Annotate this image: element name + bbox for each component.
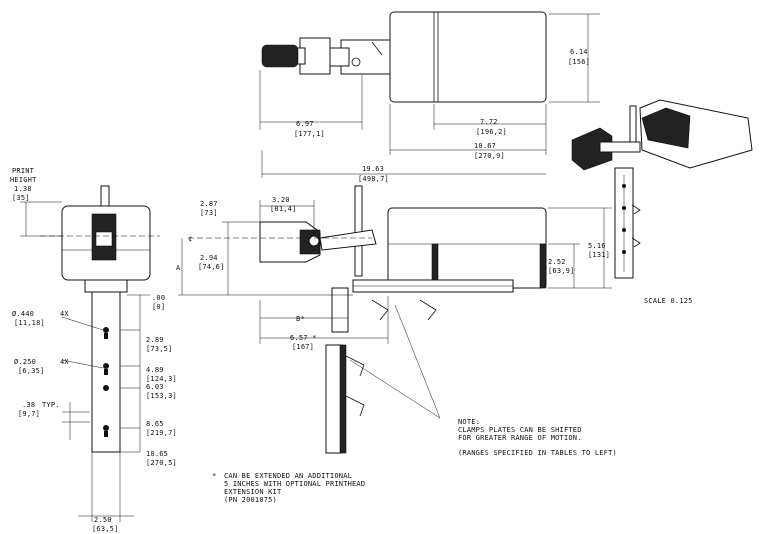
- dim-289-mm: [73,5]: [146, 345, 173, 353]
- footnote-line-4: (PN 2001075): [224, 496, 277, 504]
- dim-38: .38: [22, 401, 35, 409]
- note-line-2: FOR GREATER RANGE OF MOTION.: [458, 434, 582, 442]
- dim-320: 3.20: [272, 196, 290, 204]
- dim-252-mm: [63,9]: [548, 267, 575, 275]
- top-printhead-body: [389, 11, 547, 103]
- dim-865-mm: [219,7]: [146, 429, 177, 437]
- dim-1963: 19.63: [362, 165, 384, 173]
- left-dimensions: [20, 201, 150, 522]
- dim-zero: .00: [152, 294, 165, 302]
- side-mounting-plate: [325, 344, 343, 454]
- top-view: [261, 11, 547, 103]
- dim-657-mm: [167]: [292, 343, 314, 351]
- top-dimensions: [259, 13, 600, 178]
- dim-dia440-qty: 4X: [60, 310, 69, 318]
- side-dimensions: [178, 200, 612, 419]
- dim-1067: 10.67: [474, 142, 496, 150]
- top-knob: [261, 44, 299, 68]
- dim-865: 8.65: [146, 420, 164, 428]
- dim-287-mm: [73]: [200, 209, 218, 217]
- dim-320-mm: [81,4]: [270, 205, 297, 213]
- dim-252: 2.52: [548, 258, 566, 266]
- dim-603-mm: [153,3]: [146, 392, 177, 400]
- dim-772: 7.72: [480, 118, 498, 126]
- dim-697: 6.97: [296, 120, 314, 128]
- side-printhead: [387, 207, 547, 289]
- dim-772-mm: [196,2]: [476, 128, 507, 136]
- dim-697-mm: [177,1]: [294, 130, 325, 138]
- dim-289: 2.89: [146, 336, 164, 344]
- dim-top-height-mm: [156]: [568, 58, 590, 66]
- dim-250w: 2.50: [94, 516, 112, 524]
- dim-294: 2.94: [200, 254, 218, 262]
- footnote-star: *: [212, 472, 216, 480]
- isometric-view: [571, 99, 753, 279]
- dim-dia440: Ø.440: [12, 310, 34, 318]
- dim-print-height-mm: [35]: [12, 194, 30, 202]
- label-print-height-1: PRINT: [12, 167, 35, 175]
- dim-1963-mm: [498,7]: [358, 175, 389, 183]
- note-title: NOTE:: [458, 418, 480, 426]
- dim-489: 4.89: [146, 366, 164, 374]
- footnote-line-2: 5 INCHES WITH OPTIONAL PRINTHEAD: [224, 480, 365, 488]
- note-line-3: (RANGES SPECIFIED IN TABLES TO LEFT): [458, 449, 617, 457]
- dim-250w-mm: [63,5]: [92, 525, 119, 533]
- dim-1067-mm: [270,9]: [474, 152, 505, 160]
- label-print-height-2: HEIGHT: [10, 176, 37, 184]
- dim-zero-mm: [0]: [152, 303, 165, 311]
- dim-top-height: 6.14: [570, 48, 588, 56]
- dim-1065: 10.65: [146, 450, 168, 458]
- side-view: [188, 185, 547, 454]
- dim-dia440-mm: [11,18]: [14, 319, 45, 327]
- dim-dia250-qty: 4X: [60, 358, 69, 366]
- dim-489-mm: [124,3]: [146, 375, 177, 383]
- front-view: [40, 185, 160, 453]
- dim-516-mm: [131]: [588, 251, 610, 259]
- dim-dia250-mm: [6,35]: [18, 367, 45, 375]
- dim-294-mm: [74,6]: [198, 263, 225, 271]
- label-centerline: ¢: [188, 235, 192, 243]
- dim-38-typ: TYP.: [42, 401, 60, 409]
- dim-287: 2.87: [200, 200, 218, 208]
- dim-657: 6.57 *: [290, 334, 317, 342]
- label-b: B*: [296, 315, 305, 323]
- scale-label: SCALE 0.125: [644, 297, 693, 305]
- dim-1065-mm: [270,5]: [146, 459, 177, 467]
- dim-38-mm: [9,7]: [18, 410, 40, 418]
- footnote-line-3: EXTENSION KIT: [224, 488, 282, 496]
- dim-516: 5.16: [588, 242, 606, 250]
- note-line-1: CLAMPS PLATES CAN BE SHIFTED: [458, 426, 582, 434]
- dim-print-height: 1.38: [14, 185, 32, 193]
- label-a: A: [176, 264, 181, 272]
- dim-dia250: Ø.250: [14, 358, 36, 366]
- footnote-line-1: CAN BE EXTENDED AN ADDITIONAL: [224, 472, 352, 480]
- dim-603: 6.03: [146, 383, 164, 391]
